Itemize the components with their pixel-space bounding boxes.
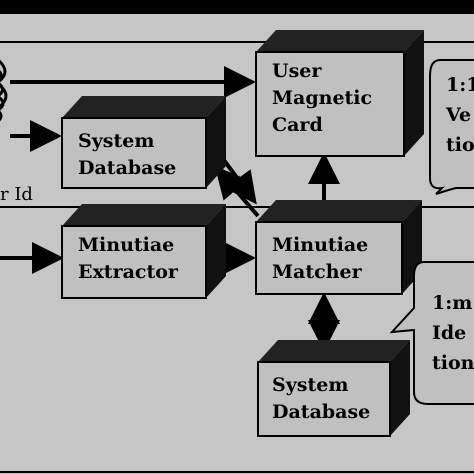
side-label-user-id: r Id: [0, 184, 33, 205]
label-system-database-top: System Database: [78, 128, 176, 182]
label-line: Database: [272, 401, 371, 423]
label-line: System: [272, 374, 349, 396]
label-minutiae-extractor: Minutiae Extractor: [78, 232, 178, 286]
label-line: Ve: [446, 104, 472, 126]
callout-verification: [429, 59, 474, 195]
label-line: Matcher: [272, 261, 362, 283]
label-line: Extractor: [78, 261, 178, 283]
box-system-database-top: [61, 96, 226, 189]
label-line: 1:m: [432, 292, 473, 314]
label-line: tion: [432, 352, 474, 374]
fingerprint-icon: [0, 59, 8, 122]
top-border-band: [0, 0, 474, 14]
label-line: Minutiae: [272, 234, 369, 256]
label-line: tio: [446, 134, 474, 156]
label-line: Card: [272, 114, 323, 136]
label-system-database-bottom: System Database: [272, 372, 370, 426]
box-system-database-bottom: [257, 340, 410, 437]
box-minutiae-matcher: [255, 200, 422, 295]
label-user-magnetic-card: User Magnetic Card: [272, 58, 372, 139]
label-line: System: [78, 130, 155, 152]
label-minutiae-matcher: Minutiae Matcher: [272, 232, 368, 286]
arrow-matcher-to-db: [214, 165, 260, 218]
box-user-magnetic-card: [255, 30, 424, 157]
callout-identification: [389, 261, 474, 405]
label-line: Magnetic: [272, 87, 373, 109]
box-minutiae-extractor: [61, 204, 226, 299]
label-callout-verification: 1:1 Ve tio: [446, 70, 474, 160]
label-line: Database: [78, 157, 177, 179]
label-callout-identification: 1:m Ide tion: [432, 288, 474, 378]
outer-frame: [0, 41, 474, 473]
label-line: Minutiae: [78, 234, 175, 256]
label-line: 1:1: [446, 74, 474, 96]
label-line: User: [272, 60, 322, 82]
label-line: Ide: [432, 322, 467, 344]
